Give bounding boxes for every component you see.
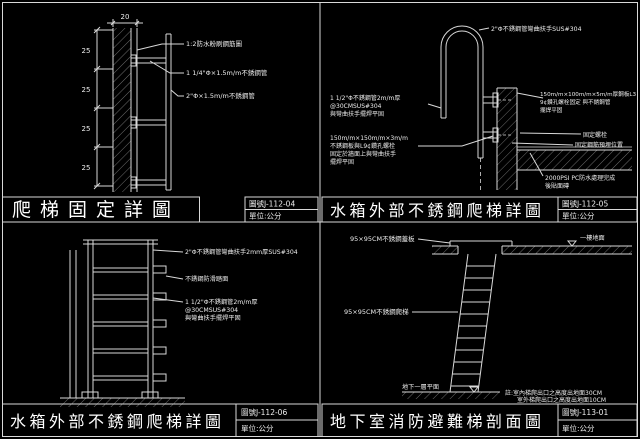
q4-drawing-title: 地下室消防避難梯剖面圖 [330,412,545,431]
note-line2: 室外梯爬出口之高度出地面10CM [517,396,606,404]
annotation-handrail: 2"Φ不銹鋼管彎曲扶手2mm厚SUS#304 [185,248,298,256]
dim-label-left-2: 25 [82,86,91,94]
q3-title-bar: 水箱外部不銹鋼爬梯詳圖 圖號J-112-06 單位:公分 [2,403,319,437]
annotation-rung-pipe: 1 1/4"Φ×1.5m/m不銹鋼管 [186,68,268,77]
annotation-pipe-line3: 與彎曲扶手擺焊平固 [185,314,241,322]
annotation-cover: 95×95CM不銹鋼蓋板 [350,234,415,243]
q1-ladder-fixing-drawing [93,19,184,192]
q1-unit-label: 單位:公分 [249,211,282,221]
annotation-pipe-line2: @30CMSUS#304 [330,103,382,110]
level-label-basement: 地下一層平面 [402,383,439,391]
annotation-pipe-line1: 1 1/2"Φ不銹鋼管2m/m厚 [330,94,400,102]
q3-ladder-elevation-drawing [60,239,185,407]
q1-drawing-title: 爬梯固定詳圖 [12,199,180,221]
annotation-plate-left-line1: 150m/m×150m/m×3m/m [330,135,408,142]
level-label-ground-floor: 一樓地面 [580,234,605,242]
annotation-fixing-bolt: 固定螺栓 [583,131,607,139]
q3-unit-label: 單位:公分 [241,423,274,433]
annotation-tread: 不銹鋼防滑踏面 [185,275,228,283]
dim-label-left-4: 25 [82,164,91,172]
note-line1: 註:室內梯爬出口之高度出地面30CM [505,389,602,397]
q1-title-bar: 爬梯固定詳圖 圖號J-112-04 單位:公分 [2,196,319,223]
q3-drawing-number: 圖號J-112-06 [241,407,287,417]
annotation-ladder: 95×95CM不銹鋼爬梯 [344,307,409,316]
dim-label-left-1: 25 [82,47,91,55]
annotation-plaster: 1:2防水粉刷鋼筋圖 [186,39,242,48]
q3-texts: 2"Φ不銹鋼管彎曲扶手2mm厚SUS#304 不銹鋼防滑踏面 1 1/2"Φ不銹… [185,248,298,322]
q4-drawing-number: 圖號J-113-01 [562,407,608,417]
q1-drawing-number: 圖號J-112-04 [249,199,295,209]
annotation-waterproof-line2: 後貼面磚 [545,182,569,190]
annotation-pipe-line3: 與彎曲扶手擺焊平固 [330,110,384,118]
annotation-plate-right-line2: 9¢鑽孔螺栓固定 與不銹鋼管 [540,98,611,106]
annotation-anchor-position: 固定鋼筋預埋位置 [575,141,623,149]
annotation-handrail: 2"Φ不銹鋼管彎曲扶手SUS#304 [491,25,582,33]
q4-texts: 95×95CM不銹鋼蓋板 95×95CM不銹鋼爬梯 一樓地面 地下一層平面 註:… [344,234,606,404]
q3-drawing-title: 水箱外部不銹鋼爬梯詳圖 [10,412,225,431]
q2-unit-label: 單位:公分 [562,211,595,221]
q4-unit-label: 單位:公分 [562,423,595,433]
annotation-plate-right-line1: 150m/m×100m/m×5m/m厚鋼板L3 [540,90,637,98]
annotation-plate-left-line2: 不銹鋼板與L9¢鑽孔螺栓 [330,142,395,150]
annotation-pipe-line1: 1 1/2"Φ不銹鋼管2m/m厚 [185,298,258,306]
q2-drawing-title: 水箱外部不銹鋼爬梯詳圖 [330,201,545,220]
q4-escape-ladder-drawing [402,238,632,399]
annotation-rail-pipe: 2"Φ×1.5m/m不銹鋼管 [186,91,255,100]
q2-ladder-top-drawing [418,25,632,193]
q2-drawing-number: 圖號J-112-05 [562,199,608,209]
q1-texts: 20 25 25 25 25 1:2防水粉刷鋼筋圖 1 1/4"Φ×1.5m/m… [82,13,268,172]
annotation-plate-right-line3: 擺焊平固 [540,106,563,114]
annotation-pipe-line2: @30CMSUS#304 [185,306,238,314]
q4-title-bar: 地下室消防避難梯剖面圖 圖號J-113-01 單位:公分 [321,403,638,437]
annotation-waterproof-line1: 2000PSI PC防水處理完成 [545,174,615,182]
q2-title-bar: 水箱外部不銹鋼爬梯詳圖 圖號J-112-05 單位:公分 [321,196,638,223]
q2-texts: 2"Φ不銹鋼管彎曲扶手SUS#304 1 1/2"Φ不銹鋼管2m/m厚 @30C… [330,25,637,190]
dim-label-top: 20 [121,13,130,21]
dim-label-left-3: 25 [82,125,91,133]
annotation-plate-left-line4: 擺焊平固 [330,158,354,166]
annotation-plate-left-line3: 固定於牆面上與彎曲扶手 [330,150,396,158]
